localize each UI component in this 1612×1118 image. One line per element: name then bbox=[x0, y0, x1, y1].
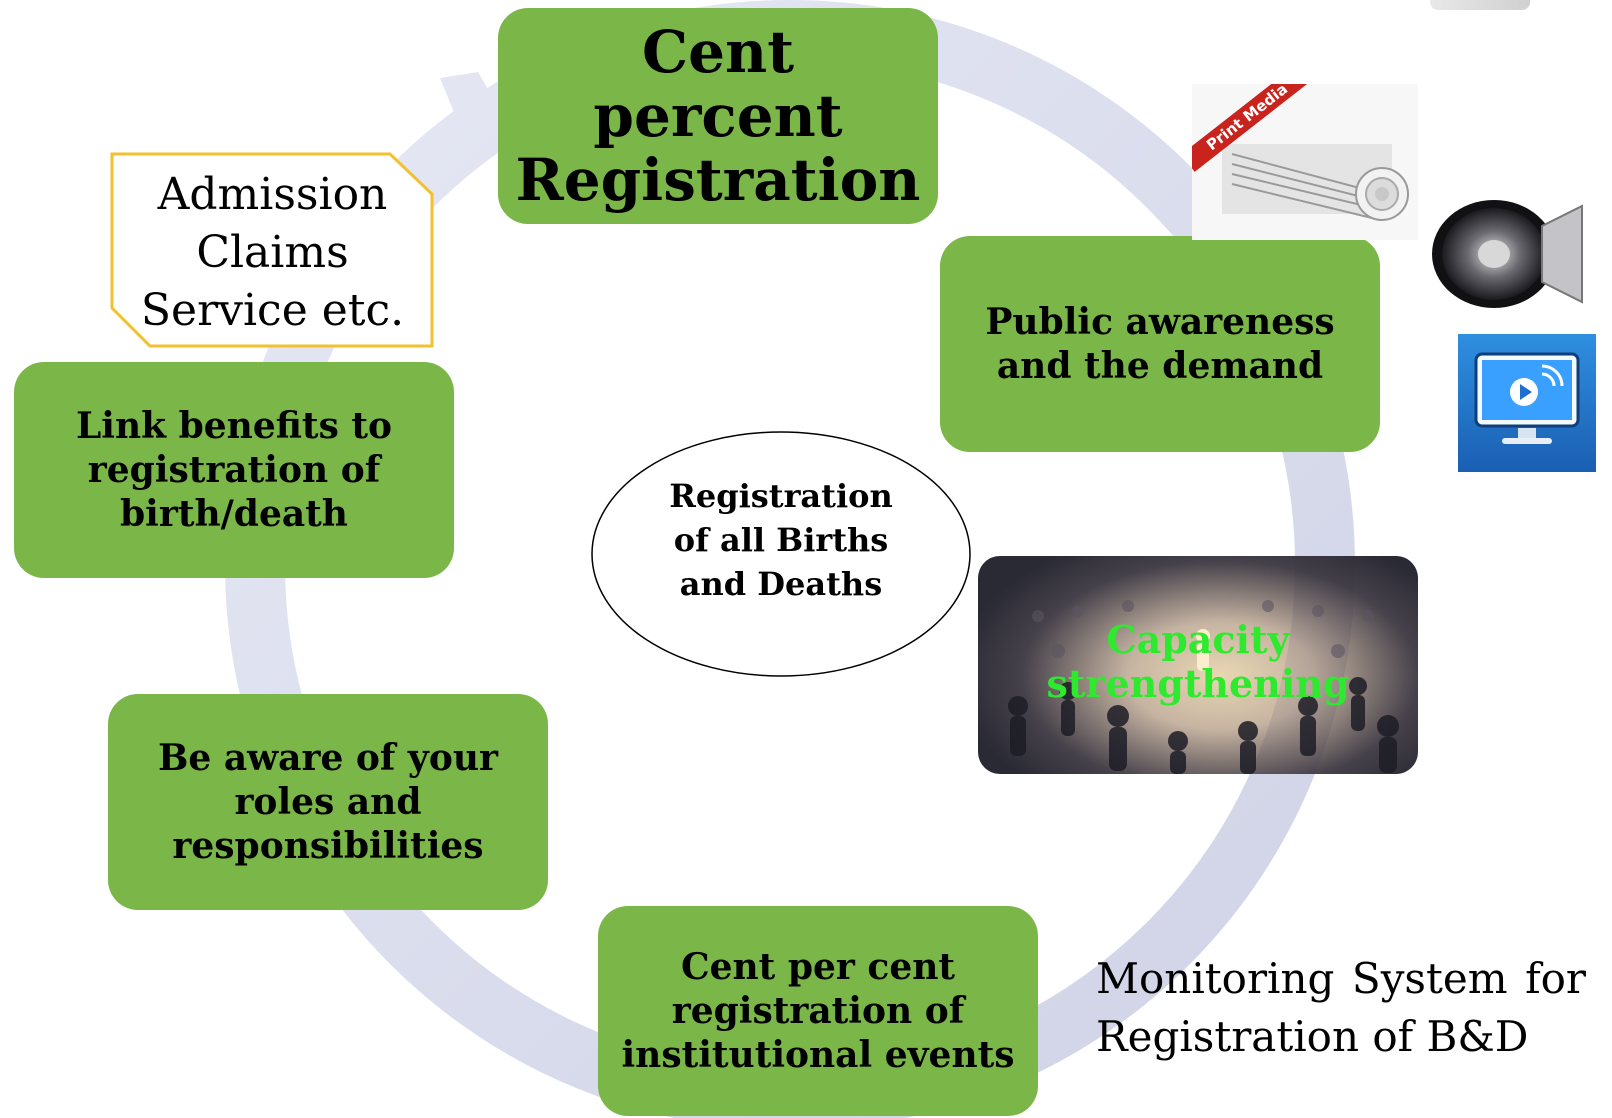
callout-shape bbox=[110, 152, 434, 348]
institutional-events-box: Cent per cent registration of institutio… bbox=[598, 906, 1038, 1116]
crowd-figures bbox=[1008, 600, 1399, 774]
center-ellipse bbox=[591, 431, 971, 677]
roles-responsibilities-box: Be aware of your roles and responsibilit… bbox=[108, 694, 548, 910]
corner-image-fragment bbox=[1430, 0, 1530, 10]
capacity-strengthening-label: Capacity strengthening bbox=[1046, 617, 1350, 706]
newspaper-roll-icon bbox=[1222, 144, 1409, 221]
cycle-arrowhead bbox=[440, 72, 500, 132]
monitoring-system-text: Monitoring System for Registration of B&… bbox=[1096, 954, 1586, 1061]
center-text: Registration of all Births and Deaths bbox=[669, 477, 893, 603]
capacity-strengthening-image: Capacity strengthening bbox=[978, 556, 1418, 774]
cent-percent-registration-box: Cent percent Registration bbox=[498, 8, 938, 224]
speaker-icon bbox=[1432, 200, 1583, 308]
print-media-image: Print Media bbox=[1192, 84, 1418, 240]
link-benefits-box: Link benefits to registration of birth/d… bbox=[14, 362, 454, 578]
monitor-play-icon bbox=[1458, 334, 1596, 472]
callout-text: Admission Claims Service etc. bbox=[140, 169, 405, 336]
public-awareness-box: Public awareness and the demand bbox=[940, 236, 1380, 452]
